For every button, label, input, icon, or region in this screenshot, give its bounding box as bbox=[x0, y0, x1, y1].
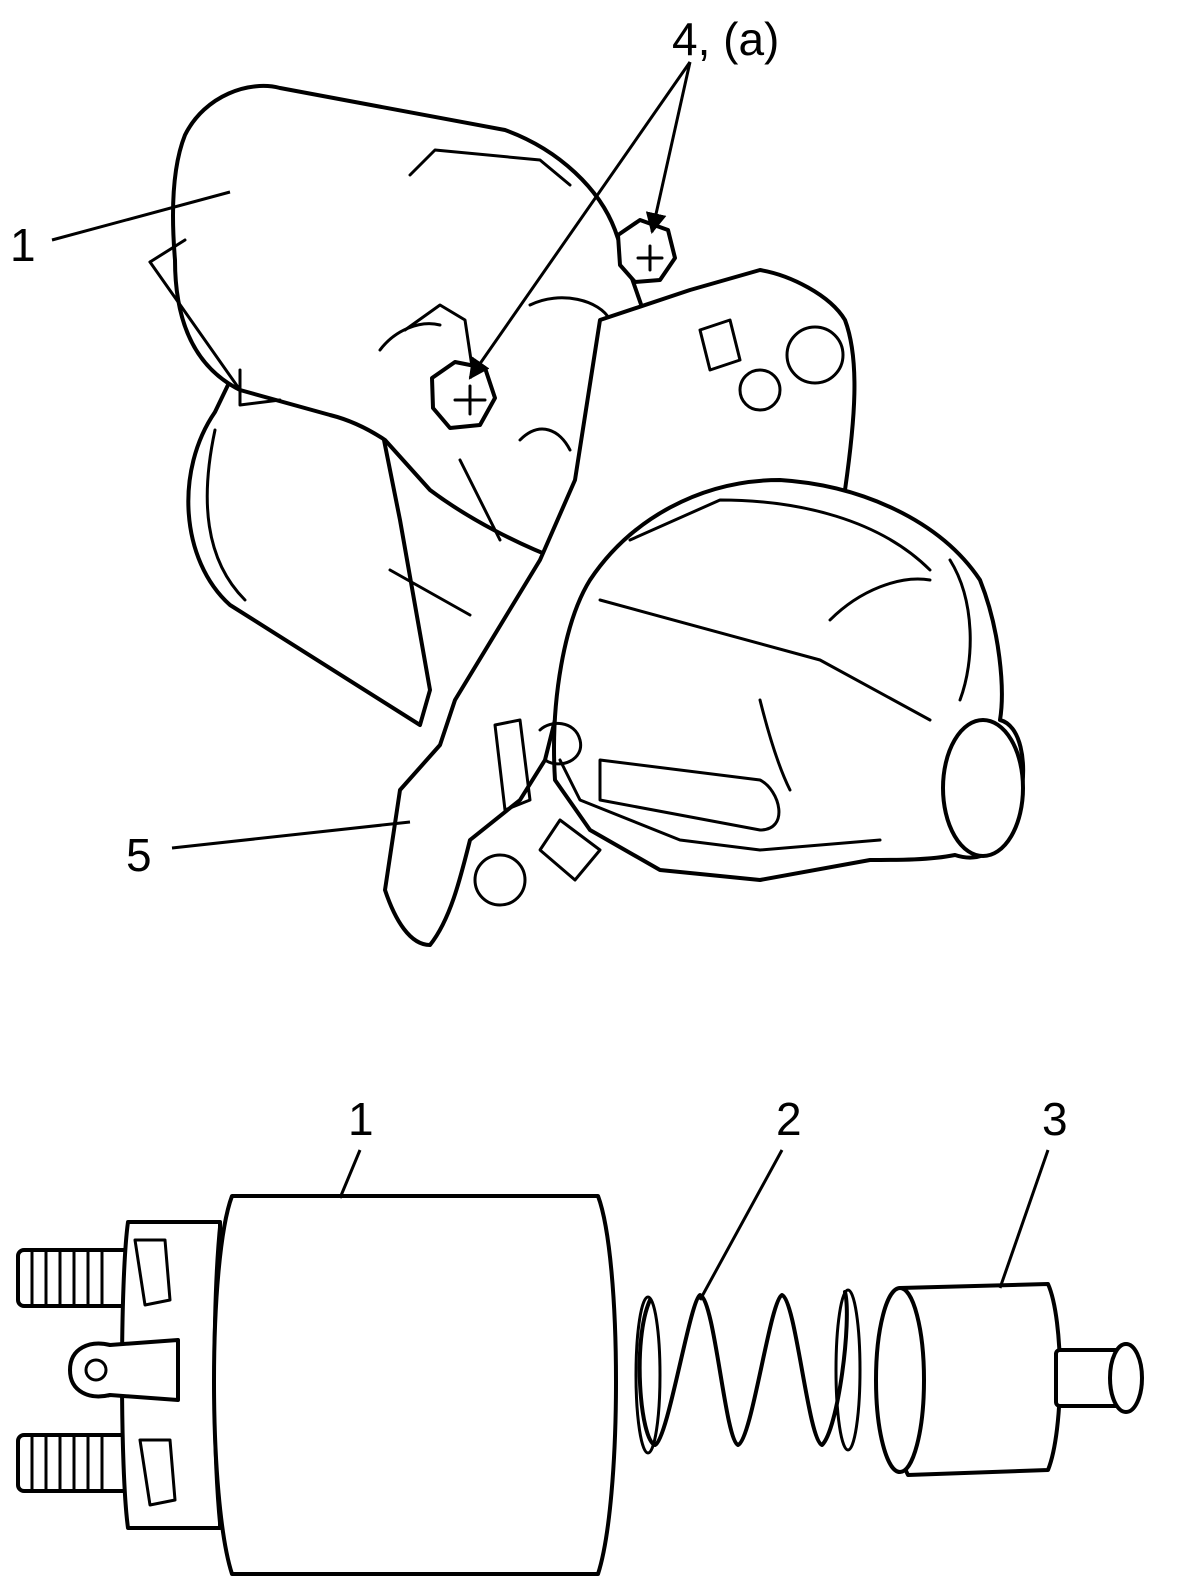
leader-1-top bbox=[51, 190, 231, 242]
leader-4a-b bbox=[645, 61, 692, 235]
terminal-stud-upper bbox=[16, 1248, 132, 1308]
leader-5 bbox=[171, 820, 411, 850]
mount-hole-upper bbox=[785, 325, 845, 385]
callout-4a: 4, (a) bbox=[672, 13, 780, 65]
spade-terminal bbox=[68, 1338, 180, 1402]
callout-5: 5 bbox=[126, 829, 152, 881]
terminal-stud-lower bbox=[16, 1433, 132, 1493]
starter-yoke bbox=[186, 358, 432, 727]
callout-1-top: 1 bbox=[10, 219, 36, 271]
callout-1-bottom: 1 bbox=[348, 1093, 374, 1145]
return-spring bbox=[637, 1290, 849, 1447]
starter-motor-assembly bbox=[148, 83, 1025, 947]
pinion-end-cap bbox=[941, 718, 1025, 858]
plunger bbox=[874, 1282, 1144, 1477]
solenoid-body-top bbox=[171, 83, 652, 562]
solenoid-exploded bbox=[16, 1194, 1144, 1576]
leader-2 bbox=[698, 1149, 784, 1301]
callout-2: 2 bbox=[776, 1093, 802, 1145]
callout-3: 3 bbox=[1042, 1093, 1068, 1145]
leader-4a-a bbox=[468, 61, 692, 380]
bolt-lower bbox=[430, 360, 497, 430]
leader-3 bbox=[998, 1149, 1050, 1289]
bolt-upper bbox=[616, 218, 677, 284]
leader-1-bottom bbox=[338, 1149, 362, 1199]
solenoid-body bbox=[212, 1194, 618, 1576]
mount-hole-lower bbox=[473, 853, 527, 907]
